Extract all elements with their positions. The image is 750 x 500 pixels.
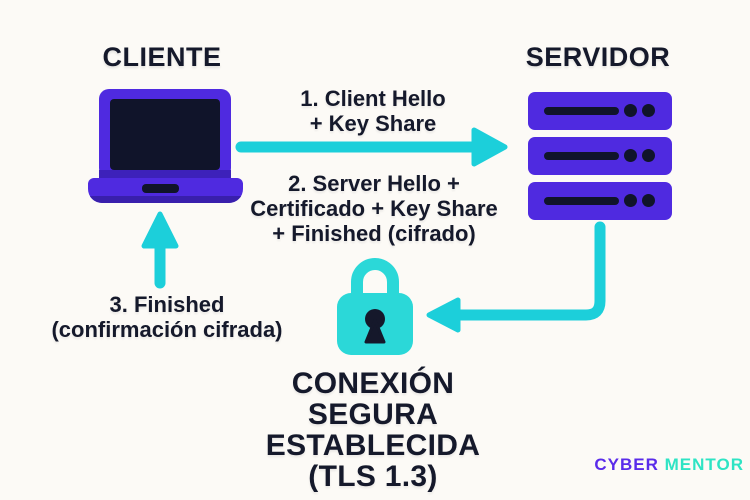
- step2-line2: Certificado + Key Share: [250, 196, 498, 221]
- server-slot: [544, 197, 619, 205]
- server-unit: [528, 92, 672, 130]
- step3-message: 3. Finished (confirmación cifrada): [32, 292, 302, 342]
- step1-message: 1. Client Hello + Key Share: [238, 86, 508, 136]
- server-led: [624, 194, 637, 207]
- server-slot: [544, 107, 619, 115]
- server-slot: [544, 152, 619, 160]
- status-line2: ESTABLECIDA: [265, 429, 481, 462]
- brand-logo-cyber: CYBER: [594, 455, 659, 474]
- step3-line1: 3. Finished: [109, 292, 225, 317]
- server-unit: [528, 182, 672, 220]
- status-line3: (TLS 1.3): [308, 460, 438, 493]
- arrow-up-to-client-icon: [141, 211, 179, 289]
- step2-line1: 2. Server Hello +: [288, 171, 460, 196]
- laptop-screen: [110, 99, 220, 170]
- client-title: CLIENTE: [102, 42, 222, 72]
- laptop-touchpad: [142, 184, 179, 193]
- brand-logo-mentor: MENTOR: [664, 455, 744, 474]
- lock-icon: [337, 258, 413, 355]
- step3-line2: (confirmación cifrada): [51, 317, 283, 342]
- step1-line2: + Key Share: [309, 111, 437, 136]
- server-icon: [528, 92, 672, 220]
- server-led: [624, 104, 637, 117]
- server-led: [642, 194, 655, 207]
- brand-logo: CYBER MENTOR: [564, 455, 744, 475]
- server-led: [624, 149, 637, 162]
- server-led: [642, 149, 655, 162]
- step2-line3: + Finished (cifrado): [272, 221, 476, 246]
- step2-message: 2. Server Hello + Certificado + Key Shar…: [239, 171, 509, 246]
- server-unit: [528, 137, 672, 175]
- laptop-icon: [88, 89, 243, 203]
- laptop-base-shadow: [88, 196, 243, 203]
- server-led: [642, 104, 655, 117]
- laptop-hinge: [99, 170, 231, 178]
- status-text: CONEXIÓN SEGURA ESTABLECIDA (TLS 1.3): [223, 368, 523, 492]
- step1-line1: 1. Client Hello: [300, 86, 446, 111]
- server-title: SERVIDOR: [525, 42, 671, 72]
- status-line1: CONEXIÓN SEGURA: [291, 367, 455, 431]
